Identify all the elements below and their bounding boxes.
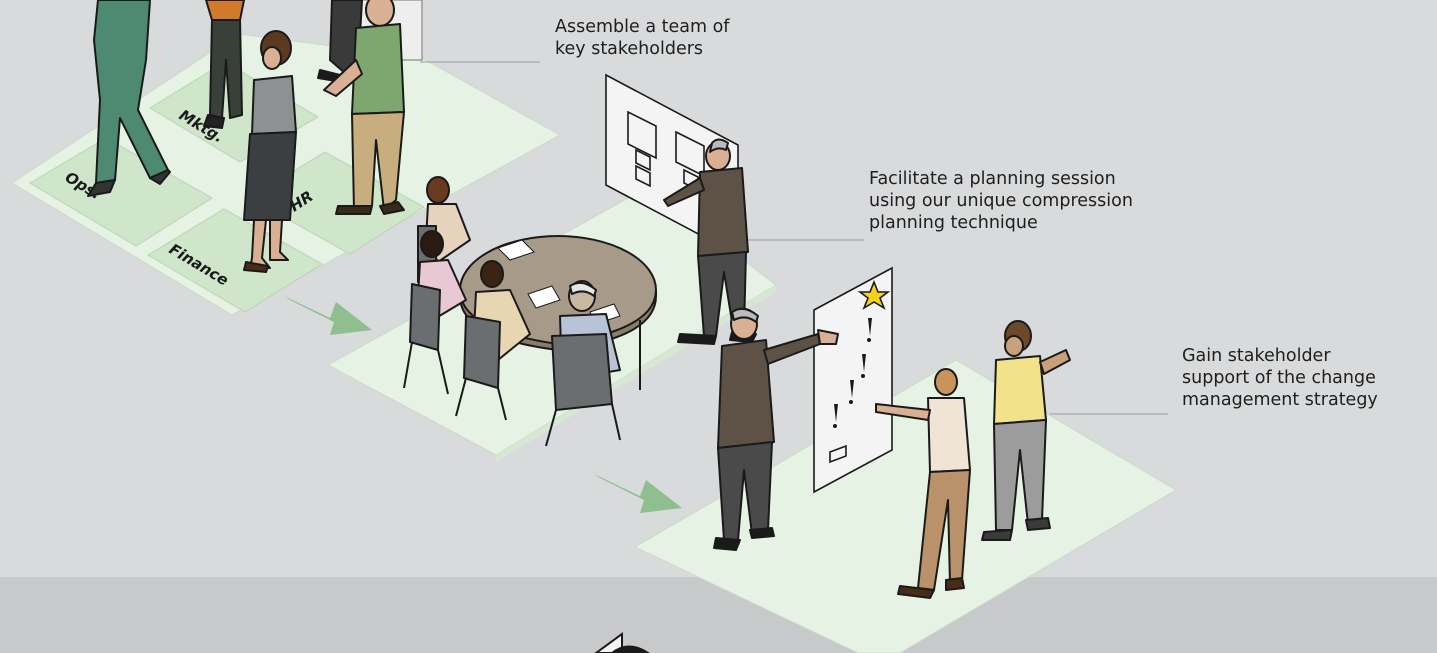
step-caption-gain-support: Gain stakeholder support of the change m… xyxy=(1182,345,1378,411)
tile-ops xyxy=(29,137,213,247)
caption-line: management strategy xyxy=(1182,390,1378,410)
caption-line: planning technique xyxy=(869,213,1038,233)
caption-line: Gain stakeholder xyxy=(1182,346,1331,366)
caption-line: support of the change xyxy=(1182,368,1376,388)
step-caption-assemble: Assemble a team of key stakeholders xyxy=(555,16,729,60)
team-group xyxy=(87,0,405,273)
step-caption-facilitate: Facilitate a planning session using our … xyxy=(869,168,1133,234)
person-stakeholder-woman xyxy=(875,368,971,599)
person-mktg xyxy=(203,0,245,129)
footer-band xyxy=(0,577,1437,653)
exclamation-icon xyxy=(833,318,872,428)
flow-arrow-icon xyxy=(284,296,372,335)
person-ops xyxy=(87,0,171,197)
person-presenter xyxy=(713,307,839,551)
person-stakeholder-man xyxy=(981,320,1071,541)
person-finance xyxy=(243,30,297,273)
caption-line: Facilitate a planning session xyxy=(869,169,1116,189)
whiteboard-strategy xyxy=(813,266,893,494)
star-icon xyxy=(857,279,891,310)
flow-arrow-icon xyxy=(594,474,682,513)
caption-line: key stakeholders xyxy=(555,39,704,59)
caption-line: using our unique compression xyxy=(869,191,1133,211)
tile-finance xyxy=(147,208,323,313)
caption-line: Assemble a team of xyxy=(555,17,730,37)
person-hr xyxy=(323,0,405,215)
partial-figure xyxy=(594,632,650,653)
seated-group xyxy=(403,176,621,447)
